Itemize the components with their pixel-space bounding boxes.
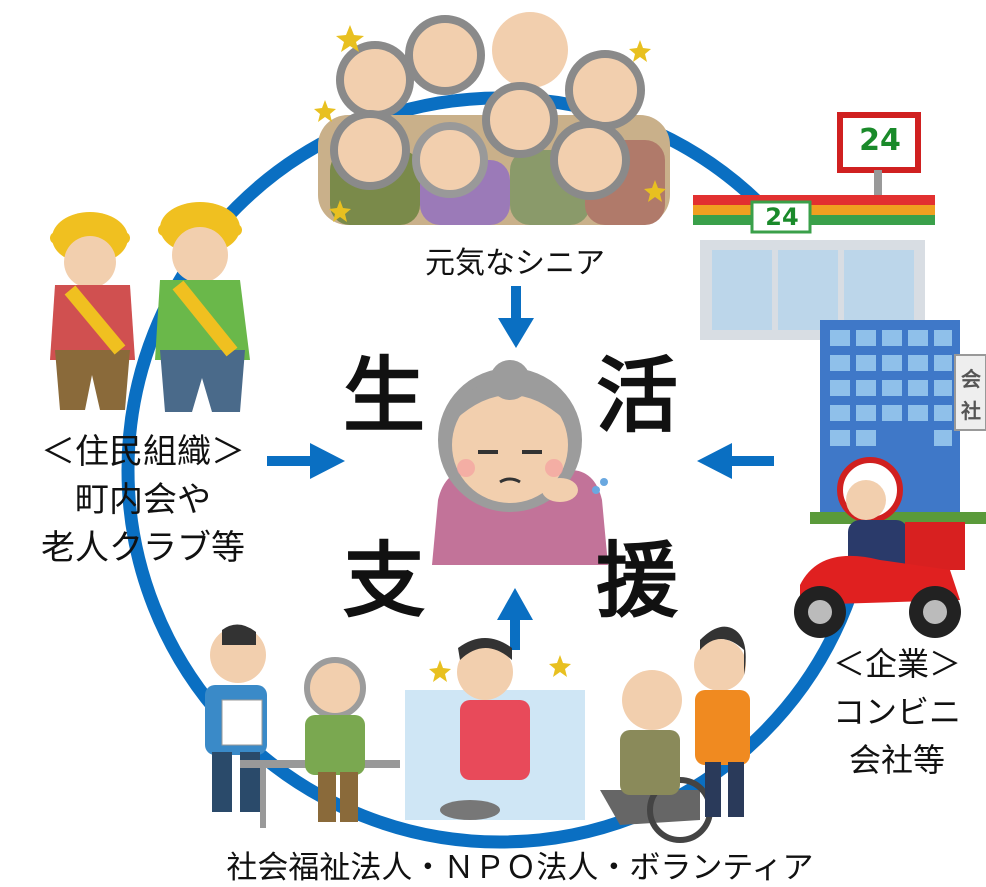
node-left-line-2: 町内会や [75,480,211,520]
center-char-3: 支 [343,533,426,629]
node-label-bottom: 社会福祉法人・ＮＰＯ法人・ボランティア [226,850,814,886]
node-left-line-3: 老人クラブ等 [41,528,245,568]
node-right-line-3: 会社等 [848,741,945,779]
store-pole-sign: 24 [859,123,901,158]
scooter-courier-illustration [794,457,965,638]
node-label-right: ＜企業＞ コンビニ 会社等 [808,640,986,784]
node-right-line-2: コンビニ [832,693,961,731]
arrow-icon [697,443,774,479]
center-char-2: 活 [596,348,679,444]
convenience-store-illustration [693,112,935,340]
building-sign-top: 会 [961,367,981,391]
patrol-walkers-illustration [50,202,250,412]
arrow-icon [498,286,534,348]
arrow-icon [267,443,345,479]
store-front-sign: 24 [765,203,799,231]
office-building-illustration [810,320,986,524]
node-right-line-1: ＜企業＞ [832,645,961,683]
building-sign-bottom: 社 [961,399,981,423]
arrow-icon [497,588,533,650]
elderly-woman-illustration [432,360,608,565]
caregivers-illustration [205,624,750,843]
node-left-line-1: ＜住民組織＞ [41,432,245,472]
node-label-top: 元気なシニア [425,246,605,281]
senior-group-illustration [314,12,670,225]
node-label-left: ＜住民組織＞ 町内会や 老人クラブ等 [28,428,258,572]
center-char-1: 生 [343,348,426,444]
center-char-4: 援 [596,533,679,629]
